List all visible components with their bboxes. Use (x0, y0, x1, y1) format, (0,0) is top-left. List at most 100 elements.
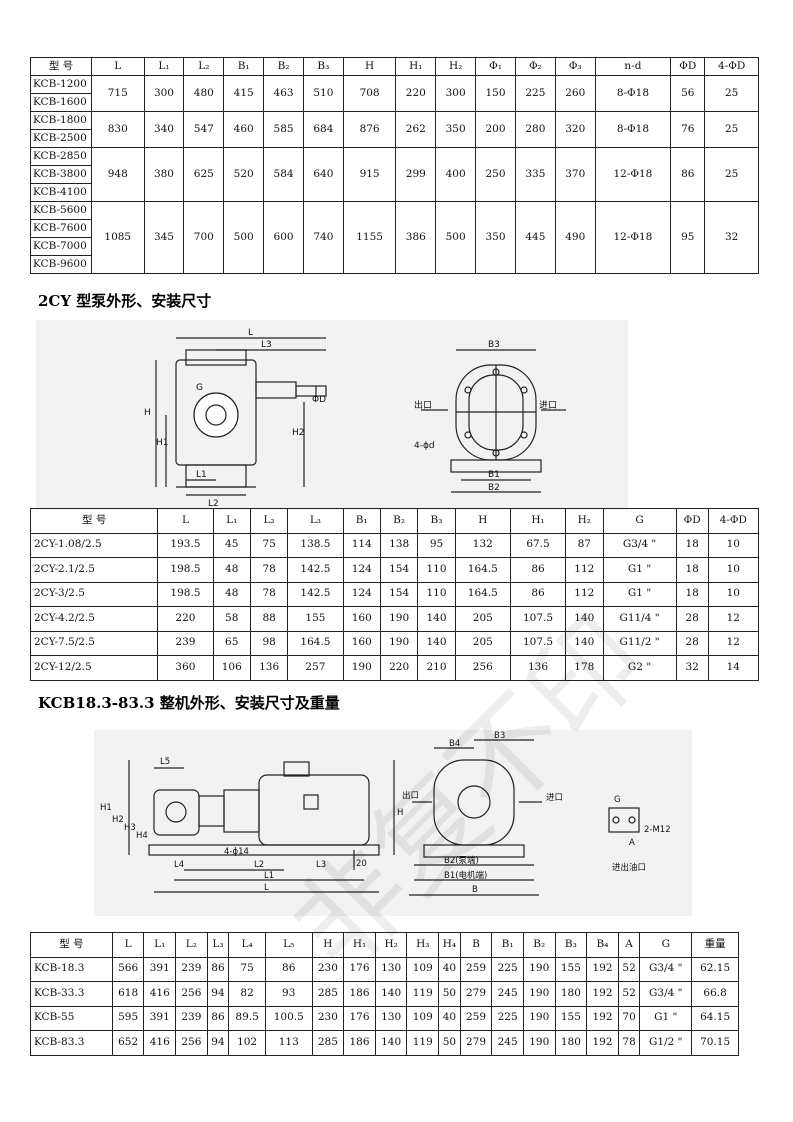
label-oil-port: 进出油口 (612, 862, 646, 873)
table-cell: 98 (249, 630, 289, 656)
table-cell: 12-Φ18 (594, 147, 672, 202)
table-cell: 18 (675, 557, 709, 583)
table-cell: 109 (406, 1005, 440, 1031)
column-header: H₂ (374, 932, 408, 958)
column-header: 型 号 (30, 57, 92, 76)
dim-label-l1: L1 (264, 871, 274, 881)
column-header: B (459, 932, 493, 958)
table-cell: 652 (111, 1030, 145, 1056)
table-cell: 112 (565, 557, 604, 583)
table-cell: 176 (343, 956, 376, 982)
table-cell: 124 (342, 557, 381, 583)
table-cell: 256 (175, 981, 208, 1007)
table-cell: 192 (586, 1005, 619, 1031)
column-header: B₄ (586, 932, 619, 958)
table-cell: 500 (435, 201, 477, 274)
table-cell: 124 (342, 581, 381, 607)
model-cell: KCB-83.3 (30, 1030, 113, 1056)
table-cell: 82 (228, 981, 266, 1007)
table-cell: 78 (249, 557, 289, 583)
column-header: B₃ (417, 508, 456, 534)
table-cell: 584 (263, 147, 304, 202)
table-cell: 245 (491, 1030, 524, 1056)
table-cell: 86 (206, 1005, 230, 1031)
table-cell: 140 (417, 630, 456, 656)
table-cell: 164.5 (287, 630, 344, 656)
table-cell: 192 (586, 956, 619, 982)
table-cell: 225 (491, 1005, 524, 1031)
table-cell: 500 (223, 201, 265, 274)
model-cell: 2CY-4.2/2.5 (29, 606, 159, 632)
table-cell: 155 (554, 1005, 588, 1031)
column-header: H₂ (435, 57, 477, 76)
model-cell: KCB-1800 (30, 111, 92, 130)
table-cell: 700 (183, 201, 225, 274)
column-header: Φ₃ (554, 57, 596, 76)
table-cell: 160 (342, 606, 381, 632)
column-header: L₂ (183, 57, 225, 76)
column-header: B₃ (554, 932, 588, 958)
column-header: ΦD (670, 57, 706, 76)
model-cell: 2CY-7.5/2.5 (29, 630, 159, 656)
table-cell: 50 (438, 981, 461, 1007)
table-cell: 110 (417, 557, 456, 583)
label-anchor-holes: 4-ϕ14 (224, 847, 249, 857)
table-cell: 40 (438, 1005, 461, 1031)
table-cell: 708 (342, 75, 397, 112)
section-title-2cy: 2CY 型泵外形、安装尺寸 (38, 292, 212, 310)
table-cell: 876 (342, 111, 397, 148)
table-cell: 95 (670, 201, 706, 274)
table-cell: 102 (228, 1030, 266, 1056)
model-cell: KCB-55 (30, 1005, 113, 1031)
table-cell: G1 " (602, 581, 677, 607)
column-header: L (111, 932, 145, 958)
table-cell: 86 (264, 956, 313, 982)
table-cell: 18 (675, 532, 709, 558)
table-cell: 110 (417, 581, 456, 607)
table-cell: 463 (263, 75, 304, 112)
model-cell: KCB-2850 (30, 147, 92, 166)
model-cell: KCB-33.3 (30, 981, 113, 1007)
table-cell: 250 (475, 147, 516, 202)
table-cell: G2 " (602, 655, 677, 681)
dim-label-h: H (397, 808, 403, 818)
table-cell: 230 (311, 956, 345, 982)
table-cell: 220 (379, 655, 419, 681)
table-cell: 460 (223, 111, 265, 148)
table-cell: 239 (175, 1005, 208, 1031)
table-cell: 10 (707, 557, 760, 583)
table-cell: 178 (565, 655, 604, 681)
table-cell: 600 (263, 201, 304, 274)
table-cell: 58 (212, 606, 251, 632)
table-cell: 1155 (342, 201, 397, 274)
column-header: H (454, 508, 511, 534)
table-cell: 190 (342, 655, 381, 681)
table-cell: 192 (586, 981, 619, 1007)
table-cell: 190 (522, 1005, 556, 1031)
table-cell: 225 (514, 75, 556, 112)
dim-label-l2: L2 (208, 499, 219, 509)
table-cell: 370 (554, 147, 596, 202)
table-cell: 190 (522, 956, 556, 982)
column-header: L₂ (175, 932, 208, 958)
table-cell: 193.5 (157, 532, 214, 558)
table-cell: 220 (157, 606, 214, 632)
table-cell: 138 (379, 532, 419, 558)
table-cell: 75 (228, 956, 266, 982)
model-cell: KCB-7000 (30, 237, 92, 256)
model-cell: KCB-3800 (30, 165, 92, 184)
table-cell: 285 (311, 1030, 345, 1056)
table-cell: 107.5 (509, 606, 567, 632)
dim-label-b: B (472, 885, 478, 895)
table-cell: 416 (143, 1030, 177, 1056)
